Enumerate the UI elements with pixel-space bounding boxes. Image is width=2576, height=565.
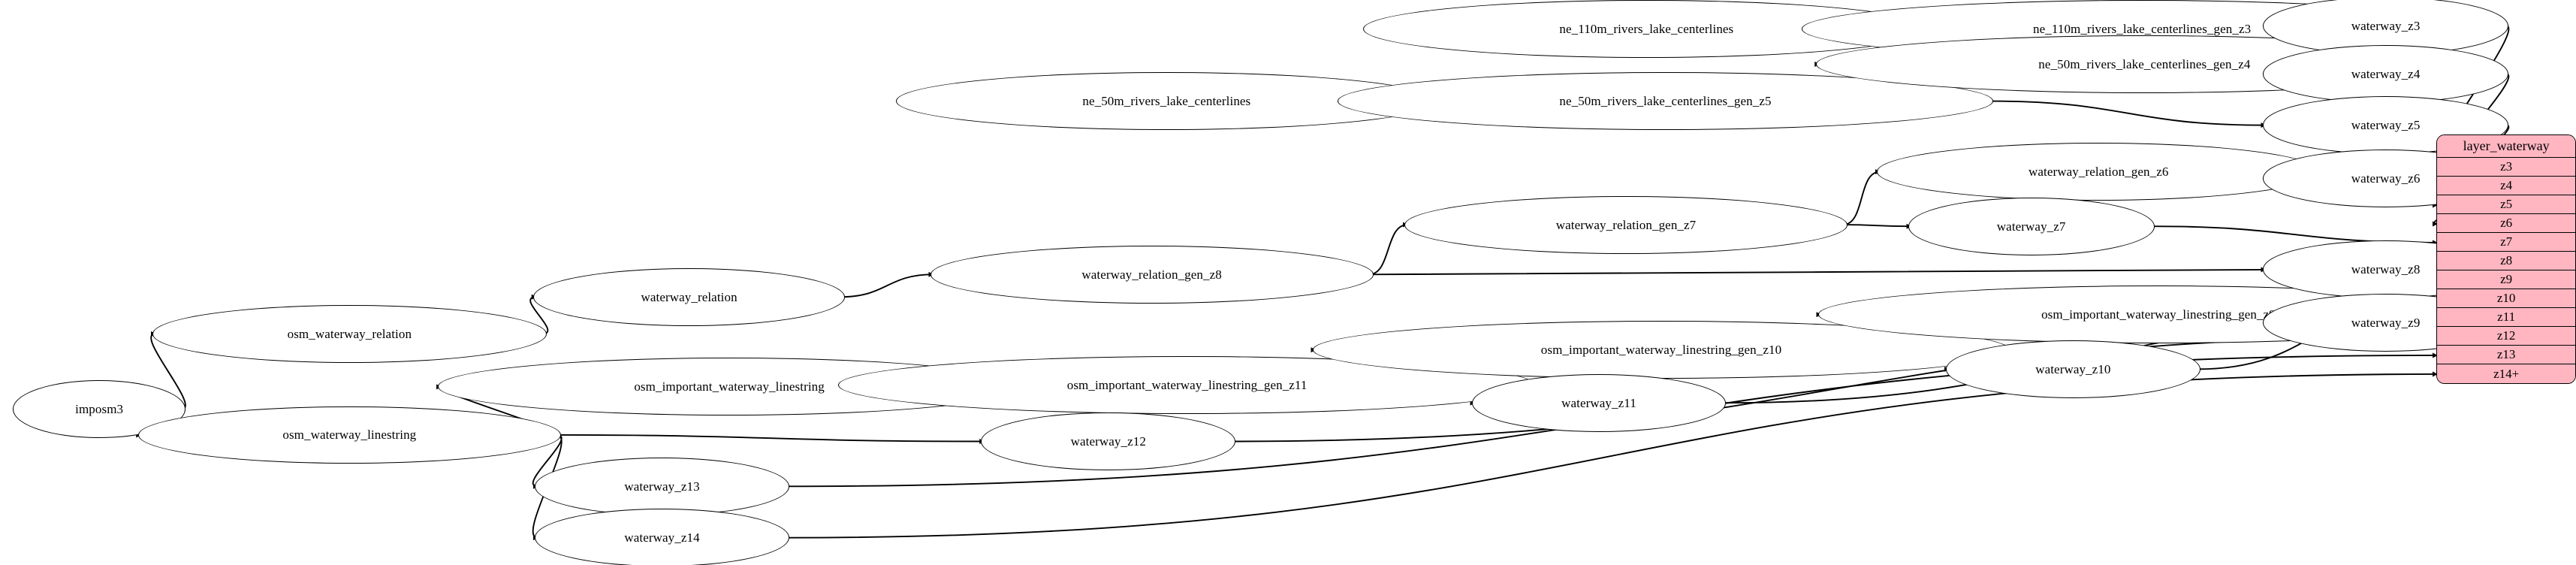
layer-table-row-z6[interactable]: z6	[2437, 214, 2575, 234]
layer-table-row-z13[interactable]: z13	[2437, 346, 2575, 365]
graph-node-label: osm_important_waterway_linestring	[634, 379, 825, 394]
layer-table-row-z8[interactable]: z8	[2437, 252, 2575, 271]
graph-node-waterway_z7[interactable]: waterway_z7	[1908, 197, 2155, 255]
graph-node-label: ne_50m_rivers_lake_centerlines_gen_z4	[2038, 56, 2251, 71]
graph-node-label: waterway_z14	[624, 530, 700, 545]
graph-node-waterway_z10[interactable]: waterway_z10	[1946, 340, 2200, 398]
graph-node-waterway_relation[interactable]: waterway_relation	[533, 267, 846, 326]
graph-node-label: osm_waterway_relation	[287, 326, 412, 341]
layer-table-row-z3[interactable]: z3	[2437, 158, 2575, 177]
graph-node-waterway_relation_gen_z7[interactable]: waterway_relation_gen_z7	[1404, 195, 1848, 254]
graph-node-label: waterway_relation_gen_z8	[1081, 267, 1222, 282]
graph-node-osm_waterway_linestring[interactable]: osm_waterway_linestring	[137, 406, 562, 464]
layer-table-row-z11[interactable]: z11	[2437, 308, 2575, 328]
graph-node-waterway_relation_gen_z8[interactable]: waterway_relation_gen_z8	[930, 245, 1374, 304]
layer-table-row-z7[interactable]: z7	[2437, 233, 2575, 252]
graph-node-waterway_relation_gen_z6[interactable]: waterway_relation_gen_z6	[1877, 143, 2321, 201]
layer-table-row-z12[interactable]: z12	[2437, 327, 2575, 346]
graph-node-label: waterway_z8	[2351, 262, 2421, 277]
layer-table-row-z10[interactable]: z10	[2437, 289, 2575, 309]
layer-table-row-z4[interactable]: z4	[2437, 177, 2575, 196]
graph-node-label: waterway_z4	[2351, 66, 2421, 81]
graph-node-label: ne_110m_rivers_lake_centerlines	[1559, 21, 1734, 36]
graph-node-label: imposm3	[75, 402, 124, 417]
graph-node-label: osm_important_waterway_linestring_gen_z1…	[1540, 343, 1782, 358]
graph-node-label: waterway_relation_gen_z6	[2028, 165, 2169, 180]
graph-node-label: waterway_z10	[2035, 361, 2111, 376]
layer-table-row-z9[interactable]: z9	[2437, 270, 2575, 290]
graph-node-label: waterway_z3	[2351, 18, 2421, 33]
graph-node-label: waterway_z12	[1070, 434, 1146, 449]
graph-node-waterway_z5[interactable]: waterway_z5	[2262, 96, 2509, 155]
graph-node-label: waterway_z11	[1561, 395, 1636, 410]
graph-node-waterway_z4[interactable]: waterway_z4	[2262, 44, 2509, 103]
graph-node-label: waterway_z13	[624, 479, 700, 494]
graph-node-osm_waterway_relation[interactable]: osm_waterway_relation	[152, 304, 547, 363]
graph-node-label: osm_important_waterway_linestring_gen_z9	[2041, 307, 2276, 322]
graph-node-waterway_z11[interactable]: waterway_z11	[1471, 373, 1727, 432]
graph-node-label: waterway_relation_gen_z7	[1555, 217, 1697, 232]
graph-node-label: osm_important_waterway_linestring_gen_z1…	[1066, 378, 1308, 393]
graph-node-waterway_z13[interactable]: waterway_z13	[535, 457, 789, 515]
layer-table-row-z5[interactable]: z5	[2437, 195, 2575, 215]
graph-node-label: waterway_z7	[1996, 219, 2066, 234]
graph-node-label: ne_110m_rivers_lake_centerlines_gen_z3	[2033, 21, 2252, 36]
graph-node-waterway_z12[interactable]: waterway_z12	[981, 412, 1236, 470]
graph-node-label: osm_waterway_linestring	[282, 428, 417, 443]
layer-table-row-z14plus[interactable]: z14+	[2437, 364, 2575, 384]
graph-node-label: waterway_relation	[641, 289, 738, 304]
graph-node-label: waterway_z9	[2351, 315, 2421, 330]
graph-node-label: ne_50m_rivers_lake_centerlines	[1082, 94, 1251, 109]
graph-node-label: waterway_z6	[2351, 171, 2421, 186]
graph-node-label: ne_50m_rivers_lake_centerlines_gen_z5	[1559, 94, 1772, 109]
graph-node-label: waterway_z5	[2351, 118, 2421, 133]
graph-node-waterway_z14[interactable]: waterway_z14	[535, 509, 789, 565]
layer-table-title: layer_waterway	[2437, 135, 2575, 159]
